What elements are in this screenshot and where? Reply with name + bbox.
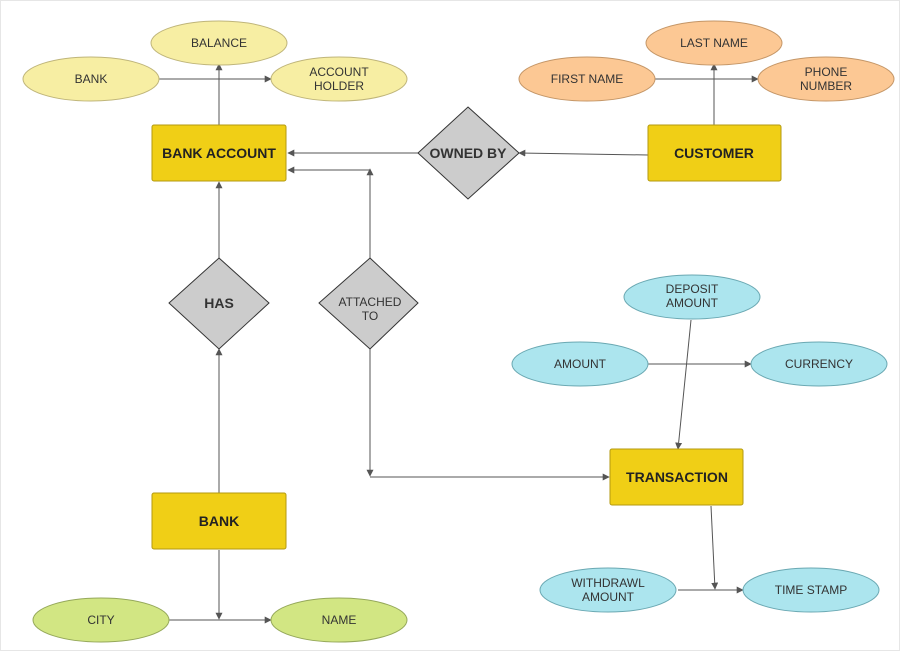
- attribute-label: BANK: [75, 72, 108, 86]
- attribute-currency[interactable]: CURRENCY: [750, 341, 888, 387]
- attribute-shape: [623, 274, 761, 320]
- attribute-label: NAME: [322, 613, 357, 627]
- attribute-first-name[interactable]: FIRST NAME: [518, 56, 656, 102]
- attribute-shape: [750, 341, 888, 387]
- attribute-shape: [32, 597, 170, 643]
- attribute-shape: [150, 20, 288, 66]
- relationship-has[interactable]: HAS: [168, 257, 270, 350]
- attribute-label-line-1: PHONE: [805, 65, 848, 79]
- edge-deposit-amount-to-transaction: [675, 319, 692, 450]
- attribute-label-line-2: NUMBER: [800, 79, 852, 93]
- edge-transaction-to-time-stamp: [710, 505, 719, 590]
- entity-shape: [151, 492, 287, 550]
- relationship-shape: [168, 257, 270, 350]
- relationship-shape: [417, 106, 520, 200]
- attribute-withdrawl-amount[interactable]: WITHDRAWL AMOUNT: [539, 567, 677, 613]
- entity-bank-account[interactable]: BANK ACCOUNT: [151, 124, 287, 182]
- attribute-label-line-2: AMOUNT: [582, 590, 635, 604]
- relationship-owned-by[interactable]: OWNED BY: [417, 106, 520, 200]
- attribute-label: CITY: [87, 613, 114, 627]
- attribute-label-line-1: DEPOSIT: [666, 282, 719, 296]
- attribute-name[interactable]: NAME: [270, 597, 408, 643]
- relationship-attached-to[interactable]: ATTACHED TO: [318, 257, 419, 350]
- attribute-shape: [645, 20, 783, 66]
- entity-customer[interactable]: CUSTOMER: [647, 124, 782, 182]
- attribute-label-line-1: ACCOUNT: [309, 65, 369, 79]
- attribute-shape: [270, 56, 408, 102]
- attribute-shape: [270, 597, 408, 643]
- entity-shape: [647, 124, 782, 182]
- attribute-city[interactable]: CITY: [32, 597, 170, 643]
- attribute-label: CURRENCY: [785, 357, 853, 371]
- attribute-label: TIME STAMP: [775, 583, 847, 597]
- attribute-label-line-1: WITHDRAWL: [571, 576, 645, 590]
- relationship-shape: [318, 257, 419, 350]
- attribute-label: FIRST NAME: [551, 72, 623, 86]
- attribute-balance[interactable]: BALANCE: [150, 20, 288, 66]
- entity-label: BANK: [199, 513, 239, 529]
- attribute-shape: [511, 341, 649, 387]
- attribute-time-stamp[interactable]: TIME STAMP: [742, 567, 880, 613]
- attribute-label: BALANCE: [191, 36, 247, 50]
- attribute-label-line-2: AMOUNT: [666, 296, 719, 310]
- relationship-label: OWNED BY: [430, 145, 508, 161]
- entity-transaction[interactable]: TRANSACTION: [609, 448, 744, 506]
- entity-shape: [609, 448, 744, 506]
- entity-shape: [151, 124, 287, 182]
- attribute-shape: [539, 567, 677, 613]
- relationship-label: HAS: [204, 295, 234, 311]
- relationship-label-line-1: ATTACHED: [339, 295, 402, 309]
- attribute-phone-number[interactable]: PHONE NUMBER: [757, 56, 895, 102]
- attribute-account-holder[interactable]: ACCOUNT HOLDER: [270, 56, 408, 102]
- attribute-last-name[interactable]: LAST NAME: [645, 20, 783, 66]
- attribute-bank[interactable]: BANK: [22, 56, 160, 102]
- entity-label: CUSTOMER: [674, 145, 754, 161]
- attribute-shape: [518, 56, 656, 102]
- edge-customer-to-owned-by: [518, 149, 649, 157]
- attribute-deposit-amount[interactable]: DEPOSIT AMOUNT: [623, 274, 761, 320]
- relationship-label-line-2: TO: [362, 309, 378, 323]
- attribute-label: AMOUNT: [554, 357, 607, 371]
- entity-label: TRANSACTION: [626, 469, 728, 485]
- attribute-amount[interactable]: AMOUNT: [511, 341, 649, 387]
- attribute-label-line-2: HOLDER: [314, 79, 364, 93]
- attribute-label: LAST NAME: [680, 36, 748, 50]
- entity-bank[interactable]: BANK: [151, 492, 287, 550]
- attribute-shape: [742, 567, 880, 613]
- attribute-shape: [757, 56, 895, 102]
- edges: [159, 63, 759, 624]
- entity-label: BANK ACCOUNT: [162, 145, 276, 161]
- attribute-shape: [22, 56, 160, 102]
